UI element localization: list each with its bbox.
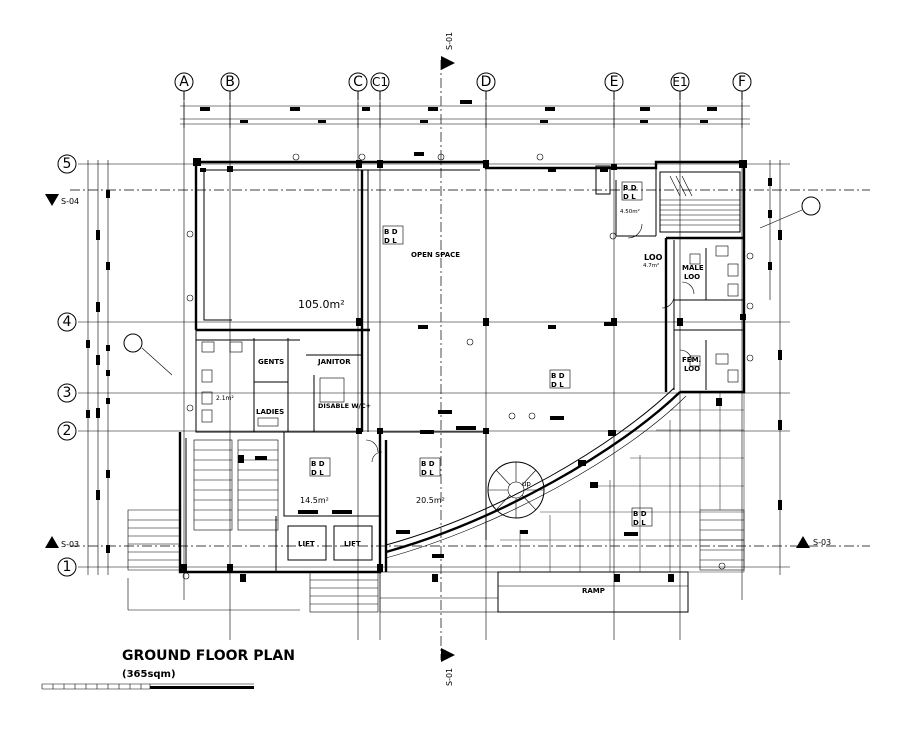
room-label-lift-1: LIFT [298,540,315,548]
section-lines [70,60,870,660]
section-label-top: S-01 [445,32,454,50]
section-arrow-top [441,56,455,70]
section-arrow-right-lower [796,536,810,548]
dimension-lines [86,100,782,575]
room-label-lift-2: LIFT [344,540,361,548]
room-area-small: 4.50m² [620,208,640,215]
section-label-bottom: S-01 [445,668,454,686]
room-label-gents: GENTS [258,358,284,366]
grid-label-e1: E1 [672,75,687,89]
grid-label-f: F [738,74,746,90]
room-tag-dl: D L [384,237,397,245]
room-tag-bd: B D [311,460,325,468]
section-label-left-upper: S-04 [61,197,79,206]
grid-label-b: B [225,74,235,90]
room-tag-bd: B D [633,510,647,518]
grid-label-3: 3 [63,385,72,401]
room-label-male-loo-2: LOO [684,273,700,281]
drawing-title: GROUND FLOOR PLAN [122,648,295,664]
section-markers: S-01 S-01 S-04 S-03 S-03 [45,32,831,686]
room-label-open-space: OPEN SPACE [411,251,460,259]
room-label-janitor: JANITOR [317,358,351,366]
room-label-disable-wc: DISABLE W/C+ [318,402,371,410]
room-label-male-loo-1: MALE [682,264,704,272]
grid-label-e: E [610,74,619,90]
entrance-steps [309,571,499,613]
room-tags [309,181,653,527]
room-area-a: 14.5m² [300,496,329,505]
room-label-fem-loo-2: LOO [684,365,700,373]
stair-up-label: up [522,480,531,488]
room-label-fem-loo-1: FEM. [682,356,701,364]
room-label-ladies: LADIES [256,408,284,416]
grid-label-a: A [179,74,189,90]
room-tag-bd: B D [623,184,637,192]
room-tag-bd: B D [384,228,398,236]
room-tag-dl: D L [551,381,564,389]
section-arrow-left-upper [45,194,59,206]
room-area-open-space: 105.0m² [298,298,345,311]
fixture-circles [182,153,754,580]
spiral-stair [487,461,545,519]
detail-callout-left [123,333,143,353]
sanitary-fixtures [201,245,739,427]
detail-callout-right [801,196,821,216]
section-arrow-bottom [441,648,455,662]
grid-bubbles [57,72,752,577]
paving-grid [500,392,745,573]
ramp [497,571,689,613]
room-tag-bd: B D [421,460,435,468]
section-label-right-lower: S-03 [813,538,831,547]
room-tag-dl: D L [623,193,636,201]
grid-label-5: 5 [63,156,72,172]
drawing-subtitle: (365sqm) [122,669,176,680]
room-tag-dl: D L [633,519,646,527]
stairs-lower-left [193,439,279,531]
structural-grid [78,92,790,640]
room-label-ramp: RAMP [582,587,605,595]
grid-label-c1: C1 [372,75,388,89]
room-label-loo: LOO [644,253,663,262]
section-label-left-lower: S-03 [61,540,79,549]
scale-bar [41,683,254,690]
grid-label-d: D [481,74,492,90]
columns [181,158,747,572]
room-tag-dl: D L [311,469,324,477]
room-area-loo: 4.7m² [643,262,659,269]
room-area-b: 20.5m² [416,496,445,505]
room-tag-dl: D L [421,469,434,477]
walls [178,160,746,574]
grid-label-2: 2 [63,423,72,439]
annotation-blocks [200,152,746,582]
grid-label-1: 1 [63,559,72,575]
doors [365,223,695,463]
outside-steps-left [127,509,300,611]
grid-label-c: C [353,74,363,90]
section-arrow-left-lower [45,536,59,548]
room-area-ladies: 2.1m² [216,395,234,402]
room-tag-bd: B D [551,372,565,380]
grid-label-4: 4 [63,314,72,330]
